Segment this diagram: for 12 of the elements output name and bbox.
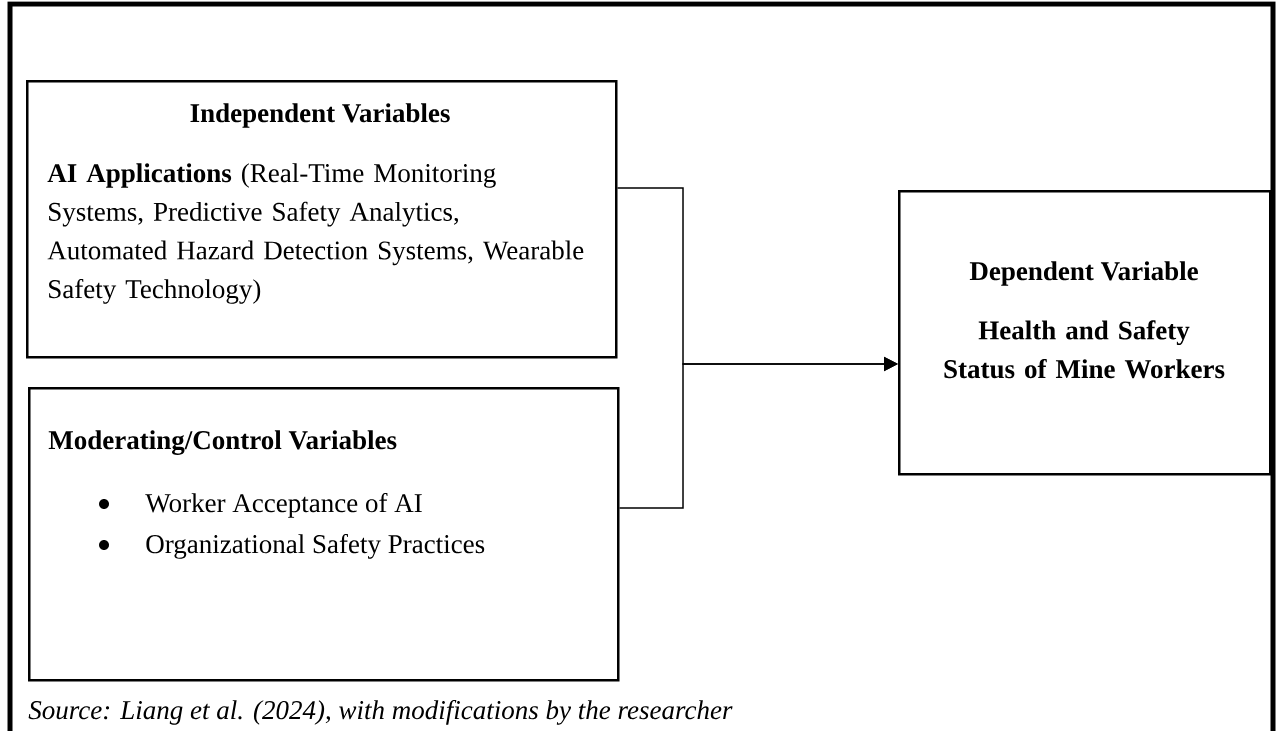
bullet-item: Worker Acceptance of AI <box>99 493 422 518</box>
heading: Dependent Variable <box>969 261 1198 286</box>
variable-box <box>898 190 1272 476</box>
variable-box <box>26 80 618 359</box>
body-text: AI Applications (Real-Time Monitoring Systems, Predictive Safety Analytics, Automated Hazard Detection Systems, Wearable Safety Technology) <box>47 163 584 304</box>
connector-arrow <box>618 356 898 509</box>
bullet-item: Organizational Safety Practices <box>99 534 485 559</box>
variable-box <box>28 387 620 682</box>
heading: Moderating/Control Variables <box>48 430 397 455</box>
heading: Independent Variables <box>190 103 450 128</box>
body-text: Health and Safety Status of Mine Workers <box>944 320 1225 379</box>
caption: Source: Liang et al. (2024), with modifications by the researcher <box>28 700 733 725</box>
